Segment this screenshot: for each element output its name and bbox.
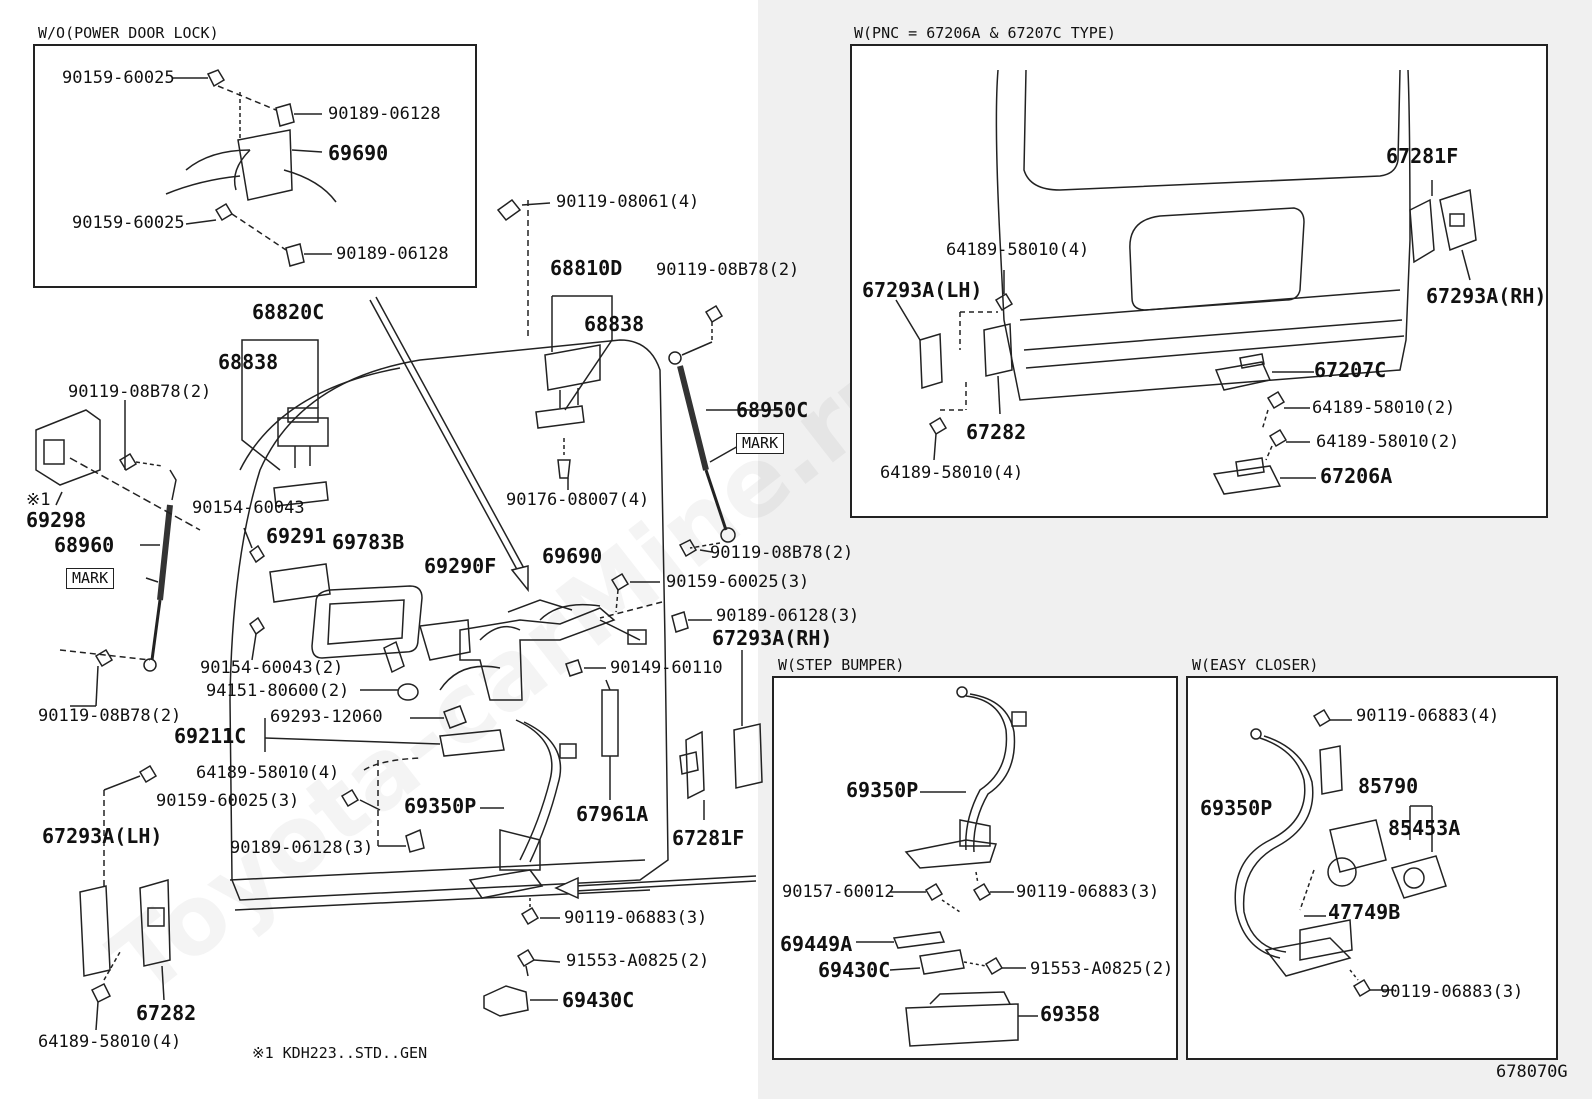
- section-title-pnc-type: W(PNC = 67206A & 67207C TYPE): [854, 24, 1116, 42]
- part-label: 90154-60043: [192, 498, 305, 518]
- part-label: 94151-80600(2): [206, 681, 350, 701]
- part-label: 90119-08061(4): [556, 192, 700, 212]
- part-label: 90149-60110: [610, 658, 723, 678]
- part-label: 69350P: [404, 794, 477, 818]
- part-label: 68960: [54, 533, 115, 557]
- mark-tag: MARK: [66, 568, 115, 589]
- figure-code: 678070G: [1496, 1062, 1568, 1082]
- part-label: 69358: [1040, 1002, 1101, 1026]
- part-label: 64189-58010(4): [880, 463, 1024, 483]
- part-label: 90119-08B78(2): [68, 382, 212, 402]
- part-label: 69430C: [562, 988, 635, 1012]
- section-title-easy-closer: W(EASY CLOSER): [1192, 656, 1319, 674]
- part-label: 69430C: [818, 958, 891, 982]
- part-label: 69298: [26, 508, 87, 532]
- part-label: 69350P: [846, 778, 919, 802]
- part-label: 67282: [966, 420, 1027, 444]
- part-label: 91553-A0825(2): [1030, 959, 1174, 979]
- part-label: 69290F: [424, 554, 497, 578]
- part-label: 64189-58010(4): [196, 763, 340, 783]
- part-label: 91553-A0825(2): [566, 951, 710, 971]
- inset-box-pnc-type: [850, 44, 1548, 518]
- part-label: 47749B: [1328, 900, 1401, 924]
- part-label: 67207C: [1314, 358, 1387, 382]
- part-label: 69690: [328, 141, 389, 165]
- part-label: 90159-60025(3): [666, 572, 810, 592]
- part-label: 68810D: [550, 256, 623, 280]
- part-label: 67206A: [1320, 464, 1393, 488]
- part-label: 90189-06128(3): [230, 838, 374, 858]
- part-label: 90154-60043(2): [200, 658, 344, 678]
- part-label: 67293A(RH): [712, 626, 833, 650]
- part-label: 67293A(LH): [862, 278, 983, 302]
- inset-box-step-bumper: [772, 676, 1178, 1060]
- part-label: 64189-58010(2): [1312, 398, 1456, 418]
- part-label: 85453A: [1388, 816, 1461, 840]
- part-label: 90189-06128(3): [716, 606, 860, 626]
- part-label: 90119-08B78(2): [656, 260, 800, 280]
- part-label: 69449A: [780, 932, 853, 956]
- part-label: 69211C: [174, 724, 247, 748]
- part-label: 90176-08007(4): [506, 490, 650, 510]
- part-label: 67293A(LH): [42, 824, 163, 848]
- part-label: 69690: [542, 544, 603, 568]
- part-label: 69291: [266, 524, 327, 548]
- part-label: 64189-58010(4): [38, 1032, 182, 1052]
- part-label: ※1: [26, 490, 51, 510]
- part-label: 67961A: [576, 802, 649, 826]
- mark-tag: MARK: [736, 433, 785, 454]
- section-title-step-bumper: W(STEP BUMPER): [778, 656, 905, 674]
- part-label: 90189-06128: [328, 104, 441, 124]
- part-label: 68820C: [252, 300, 325, 324]
- section-title-wo-power-door-lock: W/O(POWER DOOR LOCK): [38, 24, 219, 42]
- part-label: 90119-08B78(2): [38, 706, 182, 726]
- part-label: 90119-06883(3): [1380, 982, 1524, 1002]
- part-label: 67282: [136, 1001, 197, 1025]
- part-label: 69783B: [332, 530, 405, 554]
- part-label: 90119-06883(3): [1016, 882, 1160, 902]
- part-label: 67293A(RH): [1426, 284, 1547, 308]
- part-label: 69293-12060: [270, 707, 383, 727]
- part-label: 90159-60025: [72, 213, 185, 233]
- part-label: 68838: [584, 312, 645, 336]
- part-label: 90189-06128: [336, 244, 449, 264]
- part-label: 64189-58010(4): [946, 240, 1090, 260]
- part-label: 90119-06883(4): [1356, 706, 1500, 726]
- part-label: 85790: [1358, 774, 1419, 798]
- part-label: 90157-60012: [782, 882, 895, 902]
- inset-box-wo-power-door-lock: [33, 44, 477, 288]
- footnote: ※1 KDH223..STD..GEN: [252, 1044, 428, 1062]
- part-label: 90159-60025: [62, 68, 175, 88]
- part-label: 90119-06883(3): [564, 908, 708, 928]
- part-label: 90119-08B78(2): [710, 543, 854, 563]
- part-label: 67281F: [672, 826, 745, 850]
- part-label: 68950C: [736, 398, 809, 422]
- inset-box-easy-closer: [1186, 676, 1558, 1060]
- part-label: 67281F: [1386, 144, 1459, 168]
- part-label: 64189-58010(2): [1316, 432, 1460, 452]
- part-label: 69350P: [1200, 796, 1273, 820]
- part-label: 90159-60025(3): [156, 791, 300, 811]
- part-label: 68838: [218, 350, 279, 374]
